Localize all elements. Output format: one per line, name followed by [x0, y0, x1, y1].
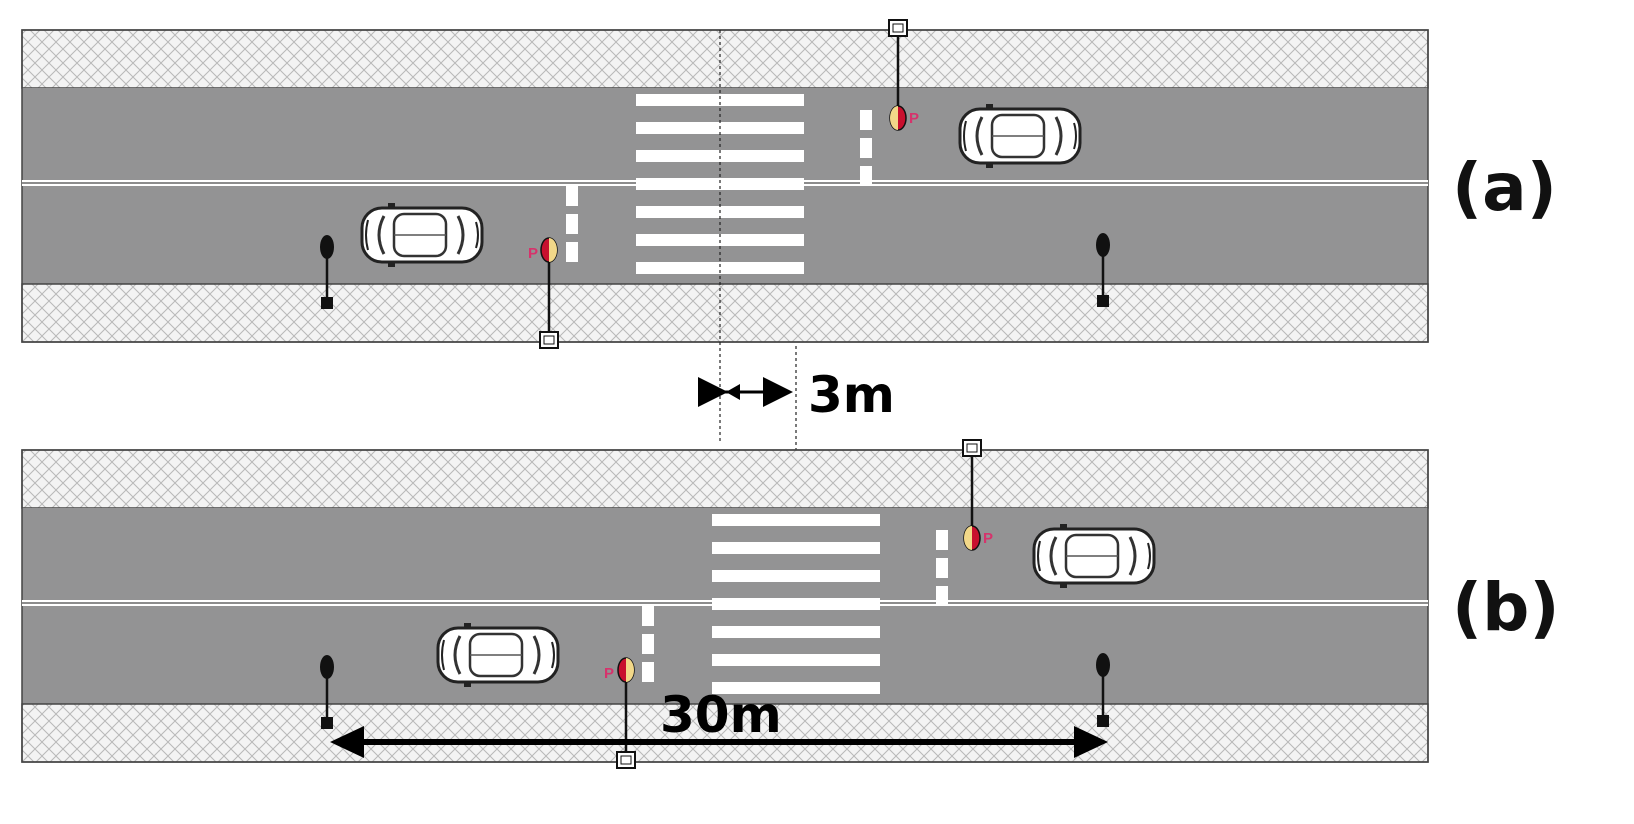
signal-label: P	[528, 245, 538, 262]
stop-line-lower	[566, 186, 578, 262]
car-upper-lane	[958, 102, 1082, 170]
signal-label: P	[983, 530, 993, 547]
car-lower-lane	[360, 201, 484, 269]
sidewalk-top	[21, 449, 1429, 509]
panel-label: (b)	[1452, 569, 1560, 646]
stop-line-lower	[642, 606, 654, 682]
stop-line-upper	[936, 530, 948, 606]
span-dimension: 30m	[330, 686, 1108, 758]
sidewalk-bottom	[21, 283, 1429, 343]
pedestrian-signal-upper: P	[888, 19, 919, 131]
car-lower-lane	[436, 621, 560, 689]
panel-a: P P (a)	[21, 19, 1557, 349]
panel-label: (a)	[1452, 149, 1557, 226]
span-label: 30m	[660, 686, 782, 744]
pedestrian-signal-lower: P	[604, 657, 636, 769]
signal-label: P	[909, 110, 919, 127]
signal-label: P	[604, 665, 614, 682]
panel-b: P P (b)	[21, 439, 1560, 769]
offset-label: 3m	[808, 366, 895, 424]
pedestrian-signal-upper: P	[962, 439, 993, 551]
offset-dimension: 3m	[698, 366, 895, 424]
pedestrian-signal-lower: P	[528, 237, 559, 349]
stop-line-upper	[860, 110, 872, 186]
sidewalk-bottom	[21, 703, 1429, 763]
crosswalk	[712, 514, 880, 694]
sidewalk-top	[21, 29, 1429, 89]
car-upper-lane	[1032, 522, 1156, 590]
